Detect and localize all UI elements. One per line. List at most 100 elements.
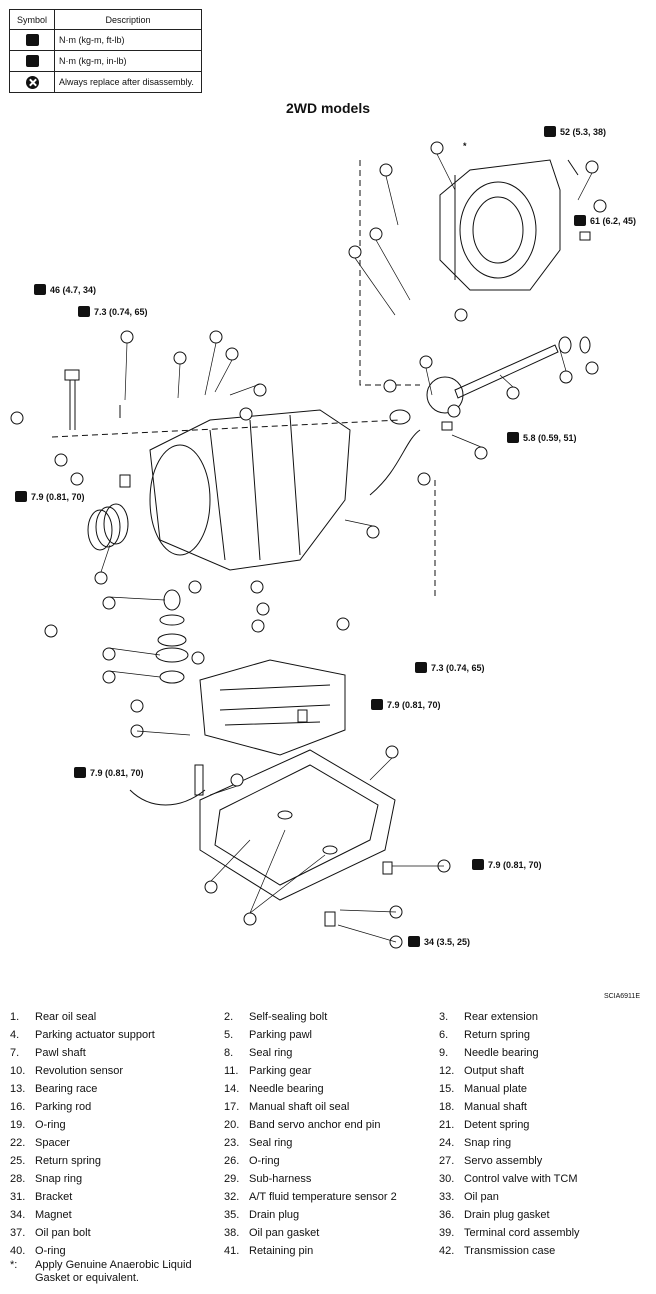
part-number: 21.: [439, 1119, 455, 1131]
torque-label-61: 61 (6.2, 45): [590, 216, 636, 226]
part-name: Detent spring: [464, 1119, 530, 1131]
part-number: 7.: [10, 1047, 20, 1059]
torque-label-34: 34 (3.5, 25): [424, 937, 470, 947]
part-name: Snap ring: [35, 1173, 83, 1185]
part-number: 6.: [439, 1029, 449, 1041]
part-name: Manual shaft oil seal: [249, 1101, 350, 1113]
part-number: 15.: [439, 1083, 455, 1095]
part-number: 1.: [10, 1011, 20, 1023]
footnote-text: Apply Genuine Anaerobic Liquid Gasket or…: [35, 1259, 192, 1284]
part-name: Snap ring: [464, 1137, 512, 1149]
part-item: 11.Parking gear: [224, 1065, 439, 1077]
part-name: Self-sealing bolt: [249, 1011, 328, 1023]
part-name: Servo assembly: [464, 1155, 543, 1167]
part-name: Magnet: [35, 1209, 72, 1221]
part-item: 36.Drain plug gasket: [439, 1209, 650, 1221]
torque-label-7-9-left: 7.9 (0.81, 70): [31, 492, 85, 502]
part-number: 23.: [224, 1137, 240, 1149]
footnote-marker: *:: [10, 1259, 18, 1271]
part-item: 40.O-ring: [10, 1245, 224, 1257]
part-name: Transmission case: [464, 1245, 556, 1257]
torque-ftlb-icon: [25, 34, 39, 46]
part-name: Parking gear: [249, 1065, 312, 1077]
part-item: 9. Needle bearing: [439, 1047, 650, 1059]
part-number: 42.: [439, 1245, 455, 1257]
part-item: 26. O-ring: [224, 1155, 439, 1167]
part-item: 15. Manual plate: [439, 1083, 650, 1095]
part-name: O-ring: [249, 1155, 280, 1167]
leader-lines: [100, 153, 593, 943]
torque-label-52: 52 (5.3, 38): [560, 127, 606, 137]
torque-label-7-9-valve: 7.9 (0.81, 70): [387, 700, 441, 710]
part-name: Output shaft: [464, 1065, 524, 1077]
part-item: 29.Sub-harness: [224, 1173, 439, 1185]
part-number: 9.: [439, 1047, 449, 1059]
replace-icon: [25, 75, 39, 89]
part-item: 31. Bracket: [10, 1191, 224, 1203]
part-number: 20.: [224, 1119, 240, 1131]
part-item: 14.Needle bearing: [224, 1083, 439, 1095]
part-name: O-ring: [35, 1245, 66, 1257]
part-item: 33. Oil pan: [439, 1191, 650, 1203]
part-item: 38.Oil pan gasket: [224, 1227, 439, 1239]
part-item: 42. Transmission case: [439, 1245, 650, 1257]
part-name: Oil pan: [464, 1191, 499, 1203]
legend-desc-replace: Always replace after disassembly.: [54, 71, 202, 93]
part-number: 8.: [224, 1047, 234, 1059]
part-item: 8.Seal ring: [224, 1047, 439, 1059]
part-number: 14.: [224, 1083, 240, 1095]
part-name: Spacer: [35, 1137, 70, 1149]
part-item: 25.Return spring: [10, 1155, 224, 1167]
diagram-title: 2WD models: [285, 100, 370, 116]
output-shaft-drawing: [389, 336, 591, 425]
part-name: Retaining pin: [249, 1245, 314, 1257]
part-number: 10.: [10, 1065, 26, 1077]
part-name: Return spring: [35, 1155, 102, 1167]
torque-label-7-9-pan: 7.9 (0.81, 70): [488, 860, 542, 870]
part-item: 2.Self-sealing bolt: [224, 1011, 439, 1023]
control-valve-drawing: [199, 659, 346, 756]
part-number: 33.: [439, 1191, 455, 1203]
part-number: 18.: [439, 1101, 455, 1113]
part-name: Return spring: [464, 1029, 531, 1041]
rear-extension-drawing: [439, 159, 561, 291]
torque-label-7-3-upper: 7.3 (0.74, 65): [94, 307, 148, 317]
part-name: Parking pawl: [249, 1029, 312, 1041]
torque-inlb-icon: [25, 55, 39, 67]
part-number: 26.: [224, 1155, 240, 1167]
part-name: Drain plug: [249, 1209, 300, 1221]
part-number: 17.: [224, 1101, 240, 1113]
part-number: 36.: [439, 1209, 455, 1221]
part-number: 4.: [10, 1029, 20, 1041]
part-number: 19.: [10, 1119, 26, 1131]
part-number: 32.: [224, 1191, 240, 1203]
part-item: 7.Pawl shaft: [10, 1047, 224, 1059]
part-number: 22.: [10, 1137, 26, 1149]
part-item: 41.Retaining pin: [224, 1245, 439, 1257]
part-number: 3.: [439, 1011, 449, 1023]
part-name: Needle bearing: [464, 1047, 539, 1059]
part-number: 30.: [439, 1173, 455, 1185]
part-name: Bracket: [35, 1191, 73, 1203]
part-name: Sub-harness: [249, 1173, 312, 1185]
part-number: 24.: [439, 1137, 455, 1149]
part-item: 32.A/T fluid temperature sensor 2: [224, 1191, 439, 1203]
part-item: 27.Servo assembly: [439, 1155, 650, 1167]
callout-numbers: [10, 141, 607, 949]
part-name: Manual plate: [464, 1083, 527, 1095]
part-number: 28.: [10, 1173, 26, 1185]
anaerobic-gasket-mark: *: [463, 141, 467, 151]
part-item: 4.Parking actuator support: [10, 1029, 224, 1041]
part-name: Band servo anchor end pin: [249, 1119, 381, 1131]
torque-label-5-8: 5.8 (0.59, 51): [523, 433, 577, 443]
part-item: 39.Terminal cord assembly: [439, 1227, 650, 1239]
part-item: 10.Revolution sensor: [10, 1065, 224, 1077]
part-item: 21. Detent spring: [439, 1119, 650, 1131]
part-number: 31.: [10, 1191, 26, 1203]
part-number: 34.: [10, 1209, 26, 1221]
